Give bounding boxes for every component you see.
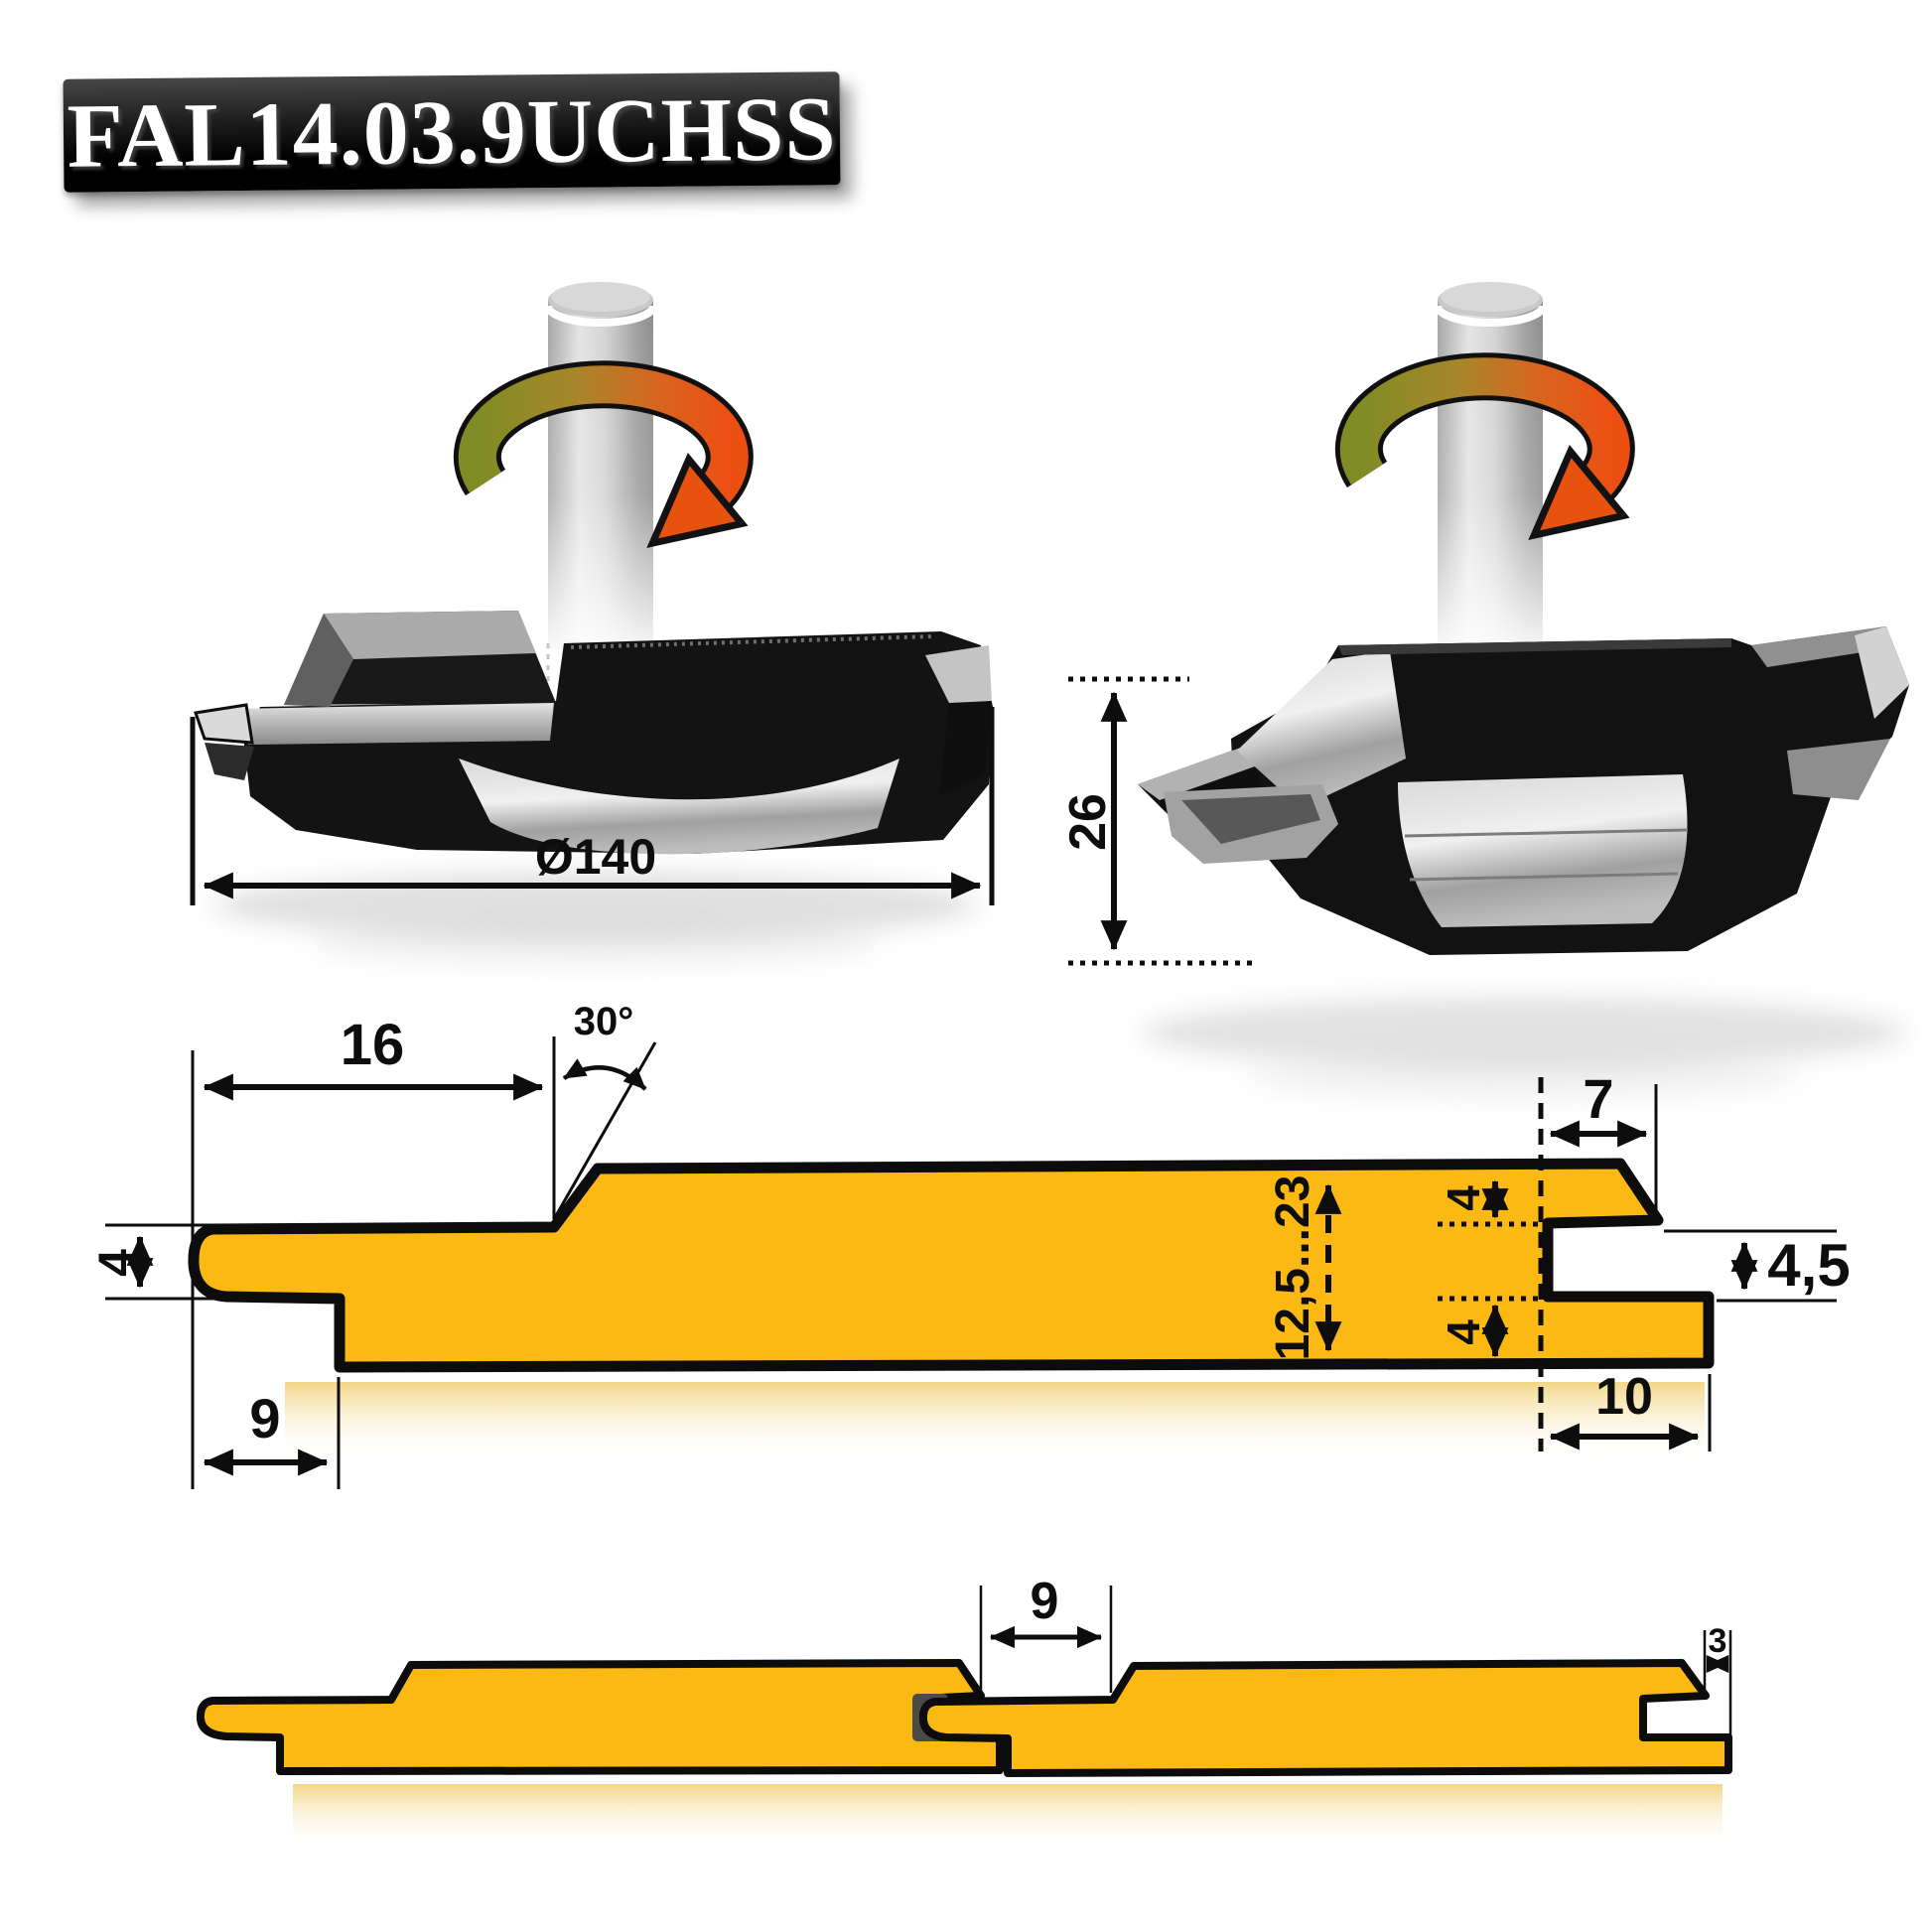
exposed-tongue-label: 9 — [1031, 1573, 1059, 1630]
dim-tongue-length: 16 — [191, 1013, 556, 1489]
tongue-bottom-offset-label: 9 — [249, 1387, 280, 1449]
groove-top-offset-label: 4 — [1438, 1185, 1489, 1211]
tongue-length-label: 16 — [341, 1013, 405, 1077]
left-rotation-arrow-icon — [453, 360, 754, 549]
groove-height-label: 4,5 — [1767, 1232, 1850, 1299]
joint-drawing: 9 3 — [196, 1573, 1732, 1849]
groove-bottom-offset-label: 4 — [1438, 1319, 1489, 1345]
dim-nose-width: 7 — [1538, 1067, 1658, 1451]
dim-chamfer-angle: 30° — [552, 1000, 657, 1220]
joint-left-board — [196, 1659, 1004, 1775]
cutter-height-label: 26 — [1059, 793, 1117, 851]
tongue-thickness-label: 4 — [88, 1249, 144, 1277]
profile-drawing: 16 30° 4 9 12,5...2 — [88, 1000, 1851, 1489]
left-cutter-photo — [193, 611, 993, 965]
dim-groove-height: 4,5 — [1664, 1229, 1851, 1303]
lip-length-label: 10 — [1595, 1368, 1653, 1426]
chamfer-angle-label: 30° — [574, 1000, 634, 1043]
dim-cutter-height: 26 — [1059, 676, 1253, 966]
dim-tongue-thickness: 4 — [88, 1223, 332, 1301]
dim-board-thickness-range: 12,5...23 — [1267, 1175, 1342, 1361]
edge-gap-label: 3 — [1709, 1622, 1727, 1660]
dim-groove-top-offset: 4 — [1438, 1179, 1545, 1227]
dim-tongue-bottom-offset: 9 — [203, 1377, 341, 1489]
cutter-diameter-label: Ø140 — [535, 829, 656, 885]
joint-right-board — [918, 1659, 1732, 1777]
dim-cutter-diameter: Ø140 — [190, 707, 995, 905]
board-thickness-range-label: 12,5...23 — [1267, 1175, 1319, 1361]
dim-edge-gap: 3 — [1703, 1622, 1732, 1735]
nose-width-label: 7 — [1583, 1067, 1613, 1130]
dim-lip-length: 10 — [1549, 1368, 1712, 1451]
dim-exposed-tongue: 9 — [979, 1573, 1113, 1693]
right-rotation-arrow-icon — [1334, 352, 1635, 541]
dim-groove-bottom-offset: 4 — [1438, 1296, 1545, 1358]
left-spindle-cylinder — [544, 282, 657, 718]
right-cutter-photo — [1138, 626, 1909, 1099]
